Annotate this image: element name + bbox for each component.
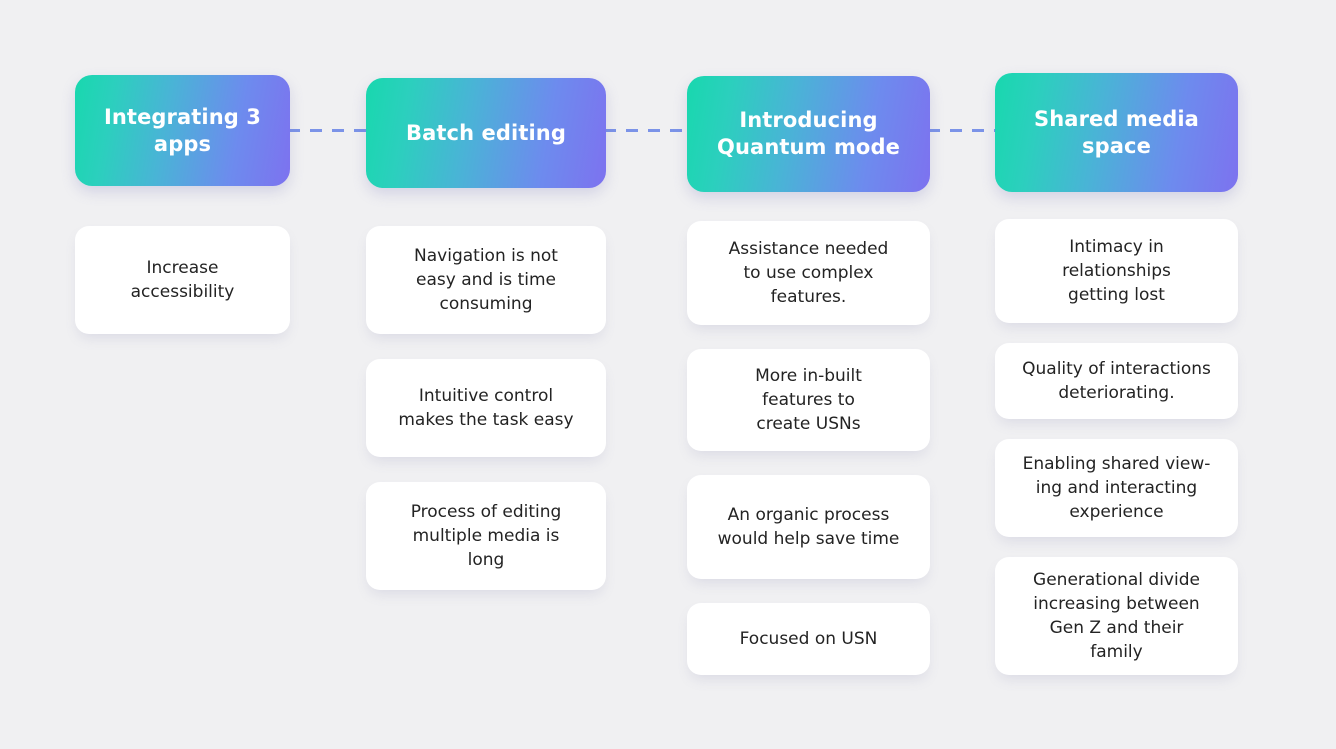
column-header-1[interactable]: Integrating 3 apps [75,75,290,186]
insight-card[interactable]: Navigation is not easy and is time consu… [366,226,606,334]
column-header-2[interactable]: Batch editing [366,78,606,188]
insight-card[interactable]: Increase accessibility [75,226,290,334]
insight-card[interactable]: Enabling shared view- ing and interactin… [995,439,1238,537]
insight-card[interactable]: Focused on USN [687,603,930,675]
column-header-3[interactable]: Introducing Quantum mode [687,76,930,192]
column-header-4-label: Shared media space [1034,106,1199,158]
insight-card[interactable]: Process of editing multiple media is lon… [366,482,606,590]
insight-card[interactable]: Assistance needed to use complex feature… [687,221,930,325]
insight-card[interactable]: More in-built features to create USNs [687,349,930,451]
column-header-2-label: Batch editing [406,120,566,145]
connector-line-3-4 [928,129,998,132]
column-header-3-label: Introducing Quantum mode [717,108,900,159]
card-stack-4: Intimacy in relationships getting lost Q… [995,219,1238,695]
column-header-1-label: Integrating 3 apps [103,104,262,156]
insight-card[interactable]: Generational divide increasing between G… [995,557,1238,675]
card-stack-2: Navigation is not easy and is time consu… [366,226,606,615]
card-stack-3: Assistance needed to use complex feature… [687,221,930,699]
insight-card[interactable]: Intimacy in relationships getting lost [995,219,1238,323]
insight-card[interactable]: Quality of interactions deteriorating. [995,343,1238,419]
connector-line-1-2 [288,129,370,132]
column-header-4[interactable]: Shared media space [995,73,1238,192]
insight-card[interactable]: An organic process would help save time [687,475,930,579]
insight-card[interactable]: Intuitive control makes the task easy [366,359,606,457]
connector-line-2-3 [604,129,690,132]
card-stack-1: Increase accessibility [75,226,290,359]
